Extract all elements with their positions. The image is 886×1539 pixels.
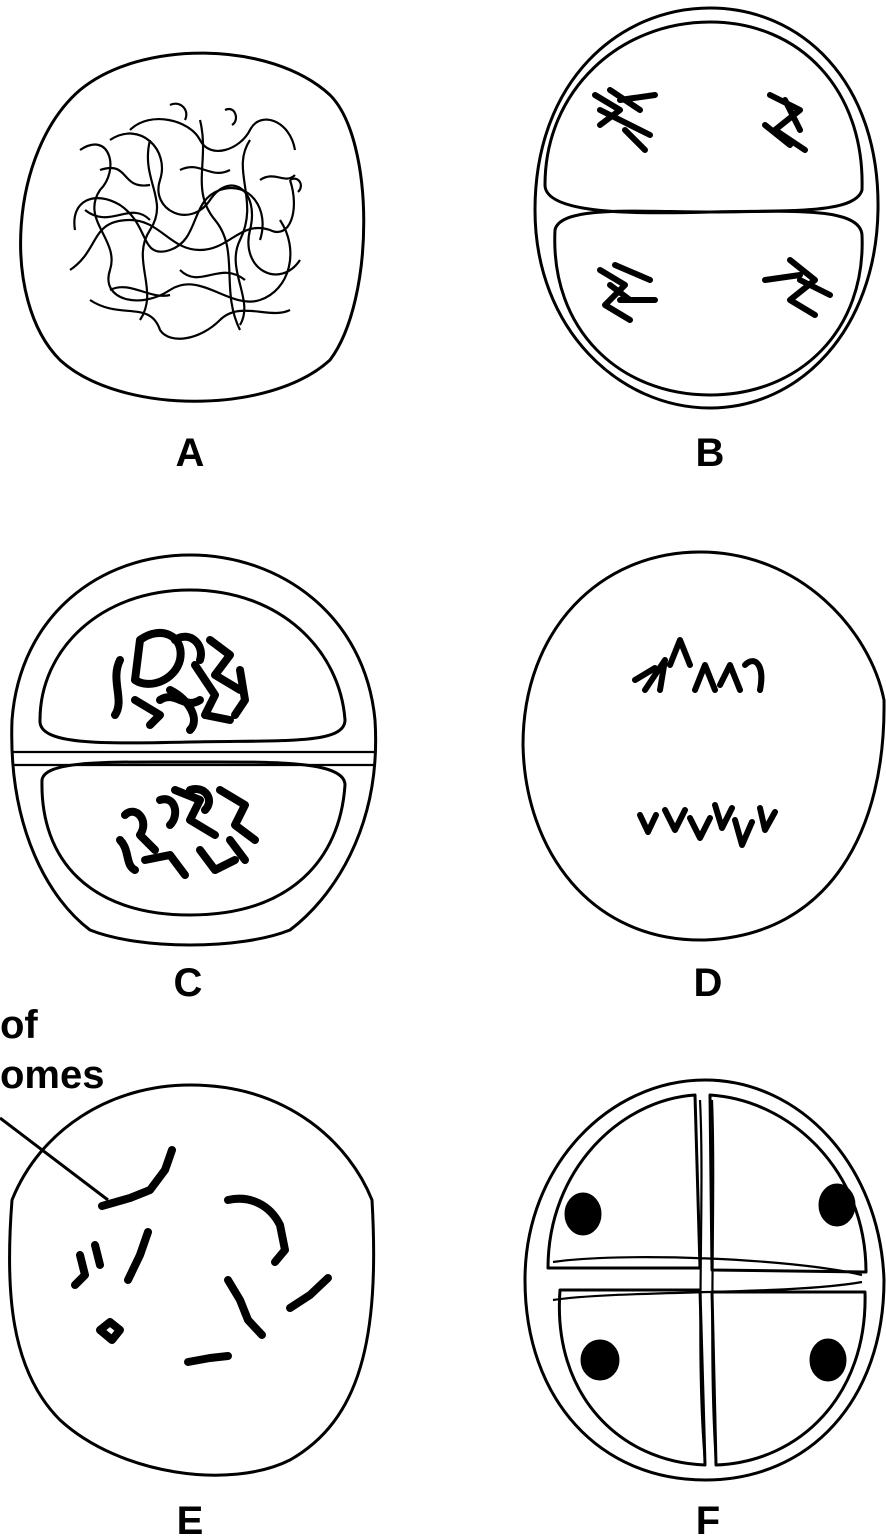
panel-d-upper-chromosomes [635, 640, 761, 690]
panel-c-lower-daughter-cell [42, 762, 345, 915]
panel-f-upper-right-cell [710, 1095, 866, 1272]
panel-f-lower-left-cell [559, 1290, 705, 1465]
callout-line-1: of [0, 1003, 38, 1047]
panel-a-label: A [176, 431, 205, 475]
panel-f-division-plate [553, 1100, 862, 1462]
panel-a-chromatin [70, 104, 301, 339]
panel-b-chromosomes [595, 90, 830, 320]
panel-c-label: C [174, 961, 203, 1005]
panel-d-lower-chromosomes [640, 805, 775, 845]
panel-d-label: D [694, 961, 723, 1005]
panel-b [535, 8, 878, 408]
panel-c-lower-nucleus [120, 789, 255, 875]
panel-d-cell-outline [523, 552, 884, 940]
panel-f-nucleus-upper-left [565, 1193, 601, 1235]
panel-e-label: E [177, 1499, 204, 1539]
panel-b-label: B [696, 431, 725, 475]
callout-line-2: omes [0, 1053, 105, 1097]
panel-f-nucleus-lower-left [581, 1340, 619, 1380]
panel-e-cell-outline [9, 1085, 373, 1475]
panel-f-upper-left-cell [548, 1095, 700, 1268]
panel-f-label: F [696, 1499, 720, 1539]
panel-a [21, 53, 364, 401]
panel-e-chromosomes [75, 1150, 328, 1362]
panel-c-upper-nucleus [115, 633, 245, 730]
panel-b-upper-daughter-cell [545, 22, 862, 213]
panel-f-lower-right-cell [712, 1292, 865, 1465]
panel-f-nucleus-lower-right [810, 1339, 846, 1381]
panel-c [12, 555, 376, 945]
panel-c-cell-wall-outer [12, 555, 376, 945]
panel-f [525, 1080, 884, 1480]
panel-f-nucleus-upper-right [819, 1184, 855, 1226]
panel-d [523, 552, 884, 940]
panel-e [9, 1085, 373, 1475]
